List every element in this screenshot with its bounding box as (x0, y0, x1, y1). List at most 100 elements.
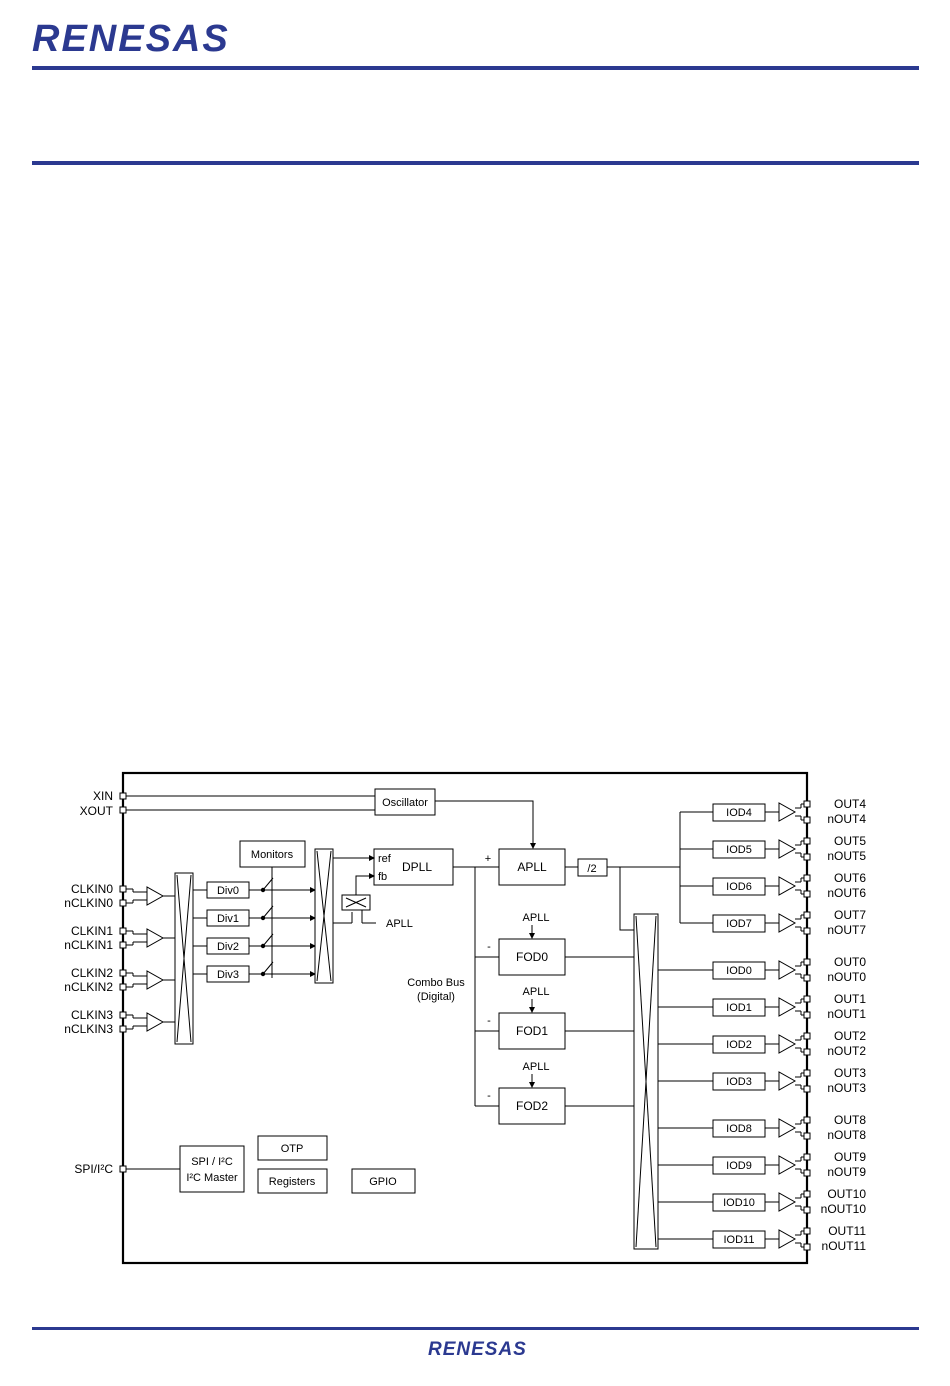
spi-master-block (179, 1145, 245, 1193)
fb-apll-label: APLL (386, 918, 413, 930)
pin-out4 (803, 958, 811, 966)
pin-out7 (803, 1069, 811, 1077)
pin-label-out-11: OUT11 (828, 1224, 866, 1238)
wire (619, 867, 634, 931)
pin-nout9 (803, 1169, 811, 1177)
wire-fb (355, 873, 375, 895)
dpll-fb-label: fb (378, 871, 387, 883)
pin-label-clkin1: CLKIN1 (71, 924, 113, 938)
output-driver-0 (778, 802, 797, 822)
output-driver-10 (778, 1192, 797, 1212)
pin-label-out-7: OUT3 (834, 1066, 866, 1080)
pin-nout11 (803, 1243, 811, 1251)
iod-label-8: IOD8 (726, 1123, 752, 1135)
pin-out9 (803, 1153, 811, 1161)
fod-block-1 (498, 1012, 566, 1050)
output-driver-1 (778, 839, 797, 859)
fod-label-2: FOD2 (516, 1099, 548, 1113)
pin-xout (119, 806, 127, 814)
monitors-block (239, 840, 306, 868)
fod-block-0 (498, 938, 566, 976)
fod-block-2 (498, 1087, 566, 1125)
pin-label-nout-9: nOUT9 (827, 1165, 866, 1179)
pin-label-out-0: OUT4 (834, 797, 866, 811)
iod-label-9: IOD9 (726, 1160, 752, 1172)
pin-label-clkin2: CLKIN2 (71, 966, 113, 980)
gpio-block (351, 1168, 416, 1194)
pin-out10 (803, 1190, 811, 1198)
output-driver-3 (778, 913, 797, 933)
fod-label-1: FOD1 (516, 1024, 548, 1038)
iod-label-5: IOD1 (726, 1002, 752, 1014)
pin-nout7 (803, 1085, 811, 1093)
footer-logo: RENESAS (428, 1339, 527, 1360)
pin-nout3 (803, 927, 811, 935)
fod-apll-label-1: APLL (523, 986, 550, 998)
combo-bus-label-1: Combo Bus (407, 977, 465, 989)
pin-out1 (803, 837, 811, 845)
pin-label-out-8: OUT8 (834, 1113, 866, 1127)
output-driver-7 (778, 1071, 797, 1091)
output-driver-8 (778, 1118, 797, 1138)
pin-label-nclkin1: nCLKIN1 (64, 938, 113, 952)
pin-label-nclkin0: nCLKIN0 (64, 896, 113, 910)
output-driver-11 (778, 1229, 797, 1249)
fod-apll-label-0: APLL (523, 912, 550, 924)
output-driver-9 (778, 1155, 797, 1175)
pin-nout1 (803, 853, 811, 861)
pin-label-nout-11: nOUT11 (822, 1239, 867, 1253)
pin-nclkin2 (119, 983, 127, 991)
output-driver-4 (778, 960, 797, 980)
pin-label-out-10: OUT10 (827, 1187, 866, 1201)
pin-label-out-9: OUT9 (834, 1150, 866, 1164)
footer-logo-text: RENESAS (428, 1339, 527, 1360)
output-mux-diag (635, 915, 657, 1248)
divider-label-2: Div2 (217, 941, 239, 953)
footer-rule (32, 1327, 919, 1330)
output-driver-6 (778, 1034, 797, 1054)
ref-mux-diag (316, 850, 332, 982)
iod-label-3: IOD7 (726, 918, 752, 930)
pin-xin (119, 792, 127, 800)
pin-label-nclkin3: nCLKIN3 (64, 1022, 113, 1036)
pin-clkin3 (119, 1011, 127, 1019)
pin-clkin0 (119, 885, 127, 893)
iod-label-4: IOD0 (726, 965, 752, 977)
input-mux-diag (176, 874, 192, 1043)
pin-out5 (803, 995, 811, 1003)
monitor-tap (262, 877, 274, 891)
pin-nclkin1 (119, 941, 127, 949)
input-buffer-2 (146, 970, 165, 990)
monitors-label: Monitors (251, 849, 294, 861)
iod-label-1: IOD5 (726, 844, 752, 856)
pin-out8 (803, 1116, 811, 1124)
iod-label-2: IOD6 (726, 881, 752, 893)
pin-label-clkin3: CLKIN3 (71, 1008, 113, 1022)
pin-label-nout-5: nOUT1 (827, 1007, 866, 1021)
pin-nout0 (803, 816, 811, 824)
pin-clkin2 (119, 969, 127, 977)
pin-nout6 (803, 1048, 811, 1056)
otp-block (257, 1135, 328, 1161)
pin-label-xout: XOUT (80, 804, 114, 818)
oscillator-block (374, 788, 436, 816)
input-buffer-0 (146, 886, 165, 906)
pin-label-clkin0: CLKIN0 (71, 882, 113, 896)
pin-nout10 (803, 1206, 811, 1214)
output-driver-2 (778, 876, 797, 896)
wire-osc-apll (435, 800, 536, 849)
pin-out11 (803, 1227, 811, 1235)
iod-label-7: IOD3 (726, 1076, 752, 1088)
pin-label-nout-2: nOUT6 (827, 886, 866, 900)
pin-label-spi: SPI/I²C (74, 1162, 113, 1176)
fod-minus-1: - (487, 1015, 491, 1027)
pin-nclkin0 (119, 899, 127, 907)
divider-label-1: Div1 (217, 913, 239, 925)
pin-nclkin3 (119, 1025, 127, 1033)
dpll-label: DPLL (402, 860, 432, 874)
pin-clkin1 (119, 927, 127, 935)
pin-label-nout-8: nOUT8 (827, 1128, 866, 1142)
pin-nout4 (803, 974, 811, 982)
input-buffer-3 (146, 1012, 165, 1032)
